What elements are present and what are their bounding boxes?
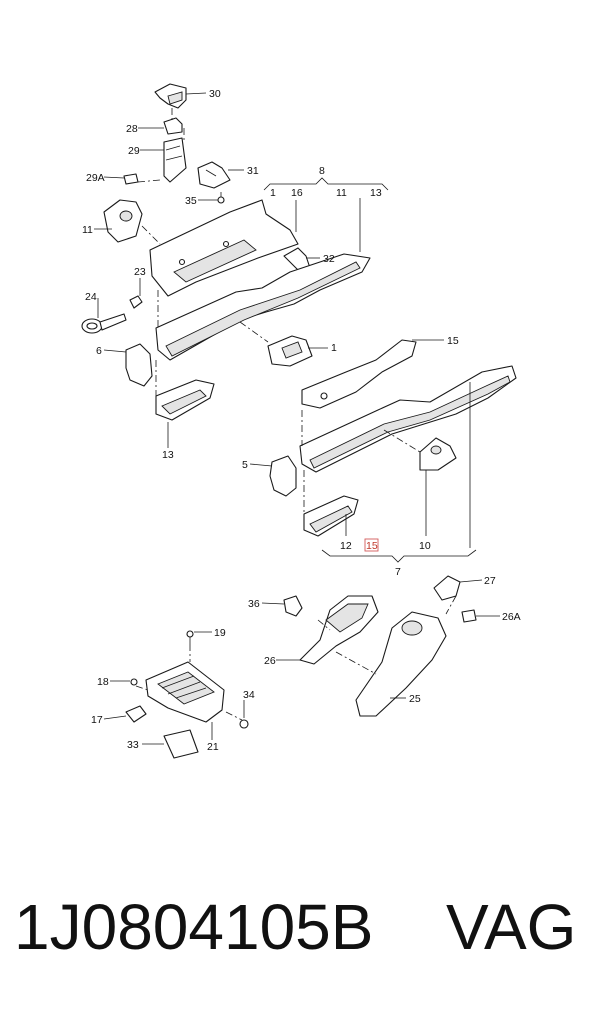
parts-diagram: 30 28 29 29A 31 35 8 1 16 11 13 11 32 23… (81, 83, 521, 759)
callout-8-13: 13 (370, 187, 382, 199)
callout-7: 7 (395, 566, 401, 578)
callout-26a: 26A (502, 611, 521, 623)
part-29a-nut (123, 173, 139, 185)
callout-8: 8 (319, 165, 325, 177)
callout-29: 29 (128, 145, 140, 157)
callout-13: 13 (162, 449, 174, 461)
assembly-lines (135, 108, 457, 721)
callout-5: 5 (242, 459, 248, 471)
callout-33: 33 (127, 739, 139, 751)
part-26a-cap (461, 609, 477, 623)
callout-1: 1 (331, 342, 337, 354)
part-31-bracket (197, 161, 231, 189)
part-24-tow-eye (81, 313, 127, 334)
callout-15-box (364, 538, 379, 552)
part-29-bracket (163, 137, 187, 183)
callout-26: 26 (264, 655, 276, 667)
callout-24: 24 (85, 291, 97, 303)
callout-21: 21 (207, 741, 219, 753)
brand-name: VAG (446, 891, 577, 963)
callout-6: 6 (96, 345, 102, 357)
part-6-plate (125, 343, 153, 387)
part-16-member (149, 199, 299, 297)
callout-labels: 30 28 29 29A 31 35 8 1 16 11 13 11 32 23… (82, 88, 521, 753)
part-19-screw (186, 630, 194, 644)
part-10-mount (419, 437, 457, 471)
callout-28: 28 (126, 123, 138, 135)
part-12-channel (303, 495, 359, 537)
callout-18: 18 (97, 676, 109, 688)
callout-11: 11 (82, 224, 93, 236)
callout-27: 27 (484, 575, 496, 587)
callout-25: 25 (409, 693, 421, 705)
part-5-plate (269, 455, 297, 497)
callout-35: 35 (185, 195, 197, 207)
callout-12: 12 (340, 540, 352, 552)
part-number: 1J0804105B (14, 891, 374, 963)
part-26-member (299, 595, 379, 665)
callout-15-boxed: 15 (366, 540, 378, 552)
callout-17: 17 (91, 714, 103, 726)
callout-15: 15 (447, 335, 459, 347)
callout-23: 23 (134, 266, 146, 278)
part-18-screw (130, 678, 138, 686)
part-13-channel (155, 379, 215, 421)
part-21-tray (145, 661, 225, 723)
part-36-bracket (283, 595, 303, 617)
callout-8-11: 11 (336, 187, 347, 199)
leader-lines (94, 92, 500, 745)
callout-32: 32 (323, 253, 335, 265)
callout-10: 10 (419, 540, 431, 552)
callout-31: 31 (247, 165, 259, 177)
callout-8-1: 1 (270, 187, 276, 199)
part-25-member (355, 611, 447, 717)
part-34-nut (239, 719, 249, 729)
part-17-clip (125, 705, 147, 723)
part-35-screw (217, 192, 225, 204)
part-12-rail (299, 365, 517, 473)
callout-36: 36 (248, 598, 260, 610)
part-30-bracket (154, 83, 187, 109)
callout-29a: 29A (86, 172, 105, 184)
callout-34: 34 (243, 689, 255, 701)
callout-8-16: 16 (291, 187, 303, 199)
part-13-rail (155, 253, 371, 361)
part-23-pin (129, 295, 143, 309)
callout-30: 30 (209, 88, 221, 100)
part-11-bracket (103, 199, 143, 243)
part-27-bracket (433, 575, 461, 601)
part-33-pad (163, 729, 199, 759)
part-1-bracket (267, 335, 313, 367)
part-15-bracket (301, 339, 417, 409)
part-28-clip (163, 117, 183, 135)
callout-19: 19 (214, 627, 226, 639)
